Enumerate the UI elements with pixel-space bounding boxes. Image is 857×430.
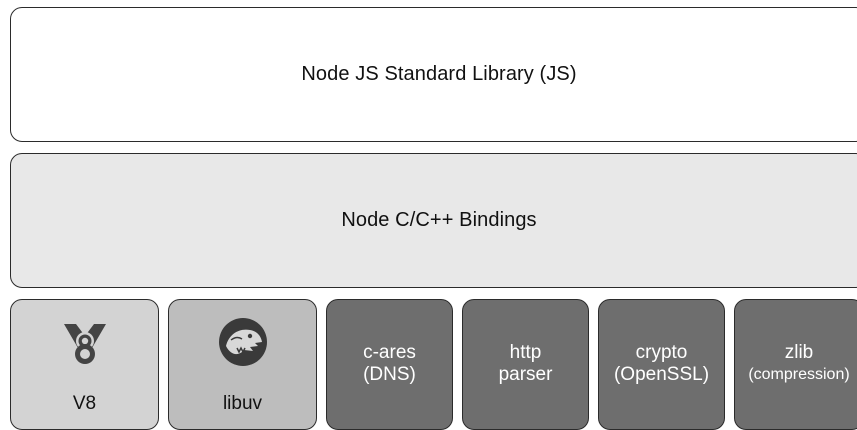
http-parser-sublabel: parser: [498, 364, 553, 385]
c-ares-label: c-ares: [363, 342, 416, 363]
crypto-box: crypto (OpenSSL): [598, 299, 725, 430]
bindings-label: Node C/C++ Bindings: [341, 209, 537, 231]
bindings-layer: Node C/C++ Bindings: [10, 153, 857, 288]
libuv-box: libuv: [168, 299, 317, 430]
http-parser-label: http: [509, 342, 542, 363]
standard-library-label: Node JS Standard Library (JS): [301, 63, 577, 85]
zlib-label: zlib: [784, 342, 814, 363]
v8-box: V8: [10, 299, 159, 430]
zlib-sublabel: (compression): [748, 366, 850, 383]
dinosaur-logo-icon: [217, 316, 269, 374]
v8-logo-icon: [62, 320, 108, 376]
crypto-label: crypto: [635, 342, 688, 363]
c-ares-box: c-ares (DNS): [326, 299, 453, 430]
c-ares-sublabel: (DNS): [363, 364, 416, 385]
crypto-sublabel: (OpenSSL): [613, 364, 710, 385]
libuv-label: libuv: [222, 393, 263, 414]
standard-library-layer: Node JS Standard Library (JS): [10, 7, 857, 142]
v8-label: V8: [72, 393, 97, 414]
http-parser-box: http parser: [462, 299, 589, 430]
zlib-box: zlib (compression): [734, 299, 857, 430]
